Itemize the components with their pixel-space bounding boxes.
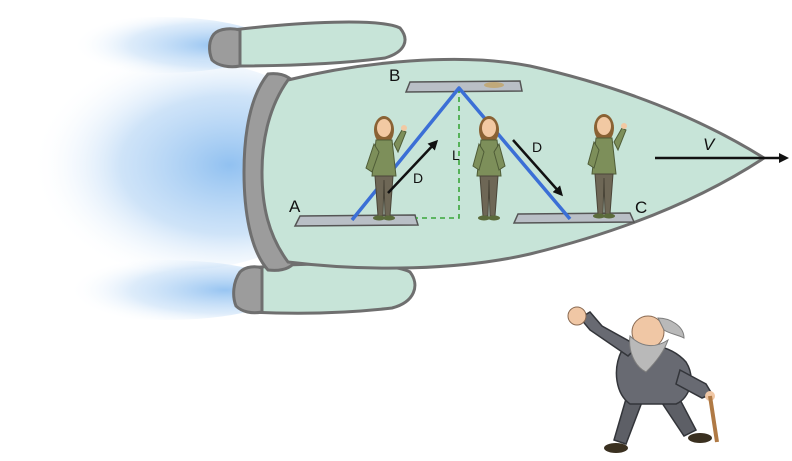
old-man-fist	[567, 306, 587, 326]
woman-observer-icon	[365, 116, 407, 221]
top-booster-nozzle	[208, 27, 242, 69]
label-point-a: A	[289, 197, 301, 216]
woman-observer-icon	[472, 116, 506, 221]
woman-observer-icon	[587, 114, 627, 219]
mirror-b-smudge	[484, 82, 504, 88]
bottom-booster	[232, 262, 417, 315]
old-man-shoe-left	[604, 443, 628, 453]
label-distance-2: D	[532, 139, 542, 155]
bottom-booster-nozzle	[232, 265, 264, 315]
distance-arrow-up	[387, 139, 439, 194]
label-velocity: V	[703, 135, 716, 154]
label-point-c: C	[635, 198, 647, 217]
label-point-b: B	[389, 66, 400, 85]
old-man-hair	[657, 317, 685, 339]
label-distance-1: D	[413, 170, 423, 186]
mirror-b	[404, 80, 523, 93]
label-height: L	[452, 147, 460, 163]
old-man-beard	[629, 334, 669, 373]
old-man-shoe-right	[688, 433, 712, 443]
top-booster-body	[230, 20, 407, 68]
old-man-observer-icon	[567, 306, 719, 453]
walking-cane-icon	[708, 395, 719, 443]
exhaust-bottom	[45, 260, 285, 320]
height-indicator	[416, 88, 460, 219]
height-dashed-line	[416, 88, 460, 219]
mirror-c	[512, 212, 636, 224]
distance-arrow-down	[512, 139, 563, 197]
old-man-raised-arm	[578, 311, 640, 357]
top-booster	[208, 20, 407, 69]
